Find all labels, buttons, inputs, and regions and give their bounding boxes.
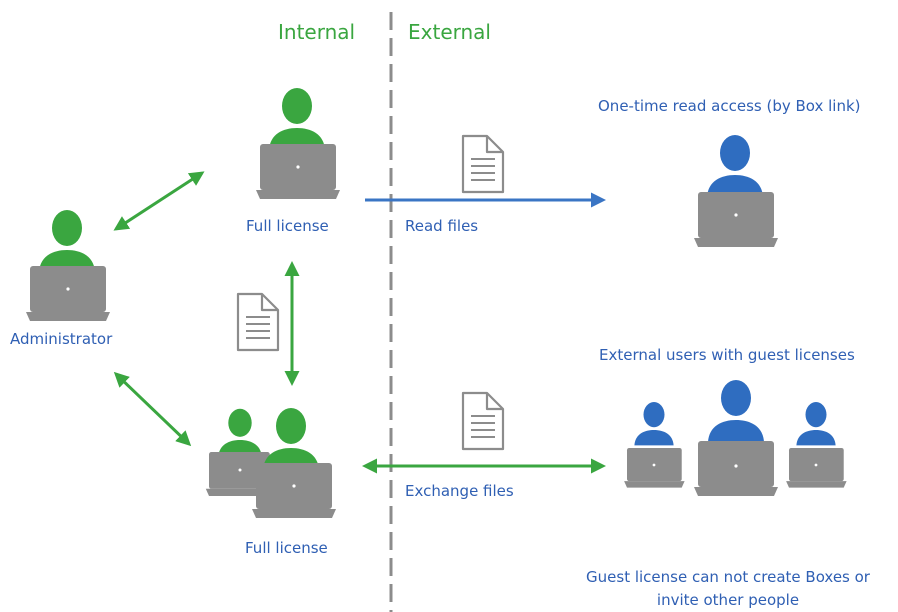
document-icon (236, 292, 280, 352)
one-time-reader-icon (694, 135, 778, 247)
admin-bottom-users-arrow (113, 371, 192, 447)
admin-top-user-arrow (113, 171, 205, 231)
read-files-label: Read files (405, 217, 479, 235)
full-license-users-icon (205, 408, 336, 518)
document-icon (461, 391, 505, 451)
document-icon (461, 134, 505, 194)
one-time-access-label: One-time read access (by Box link) (598, 97, 861, 115)
internal-zone-label: Internal (278, 20, 356, 44)
administrator-user-icon (26, 210, 110, 321)
top-user-license-label: Full license (246, 217, 329, 235)
bottom-users-license-label: Full license (245, 539, 328, 557)
guest-license-note-line2: invite other people (656, 591, 800, 609)
guest-users-label: External users with guest licenses (599, 346, 855, 364)
administrator-label: Administrator (10, 330, 113, 348)
full-license-user-icon (256, 88, 340, 199)
external-zone-label: External (408, 20, 491, 44)
exchange-files-label: Exchange files (405, 482, 514, 500)
guest-users-icon (624, 380, 847, 496)
guest-license-note-line1: Guest license can not create Boxes or (586, 568, 870, 586)
